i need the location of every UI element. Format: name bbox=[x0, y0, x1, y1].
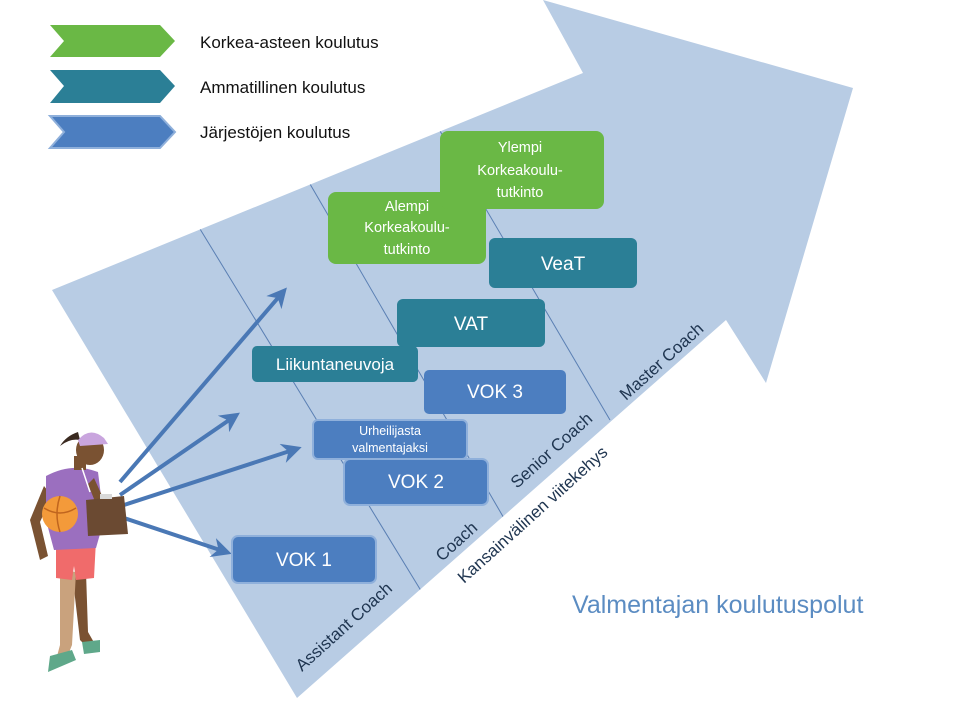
legend-chevron-green bbox=[50, 25, 175, 57]
box-ylempi-korkeakoulututkinto: Ylempi Korkeakoulu- tutkinto bbox=[440, 131, 604, 209]
box-label-line: tutkinto bbox=[384, 242, 431, 258]
box-urheilijasta-valmentajaksi: Urheilijasta valmentajaksi bbox=[312, 419, 468, 460]
figure-shoe bbox=[48, 650, 76, 672]
legend-item-higher-education: Korkea-asteen koulutus bbox=[50, 25, 379, 57]
coach-figure-illustration bbox=[30, 432, 128, 672]
box-label-line: tutkinto bbox=[497, 185, 544, 201]
box-label: VOK 3 bbox=[467, 382, 523, 403]
box-alempi-korkeakoulututkinto: Alempi Korkeakoulu- tutkinto bbox=[328, 192, 486, 264]
legend-label: Järjestöjen koulutus bbox=[200, 123, 350, 142]
box-label: Liikuntaneuvoja bbox=[276, 355, 395, 374]
box-vok2: VOK 2 bbox=[343, 458, 489, 506]
clipboard-clip bbox=[100, 494, 112, 499]
box-vok3: VOK 3 bbox=[424, 370, 566, 414]
ball-seam bbox=[43, 495, 77, 533]
legend: Korkea-asteen koulutus Ammatillinen koul… bbox=[47, 25, 379, 149]
figure-shoe bbox=[82, 640, 100, 654]
box-label-line: Ylempi bbox=[498, 140, 542, 156]
legend-label: Korkea-asteen koulutus bbox=[200, 33, 379, 52]
box-vok1: VOK 1 bbox=[231, 535, 377, 584]
box-label: VOK 2 bbox=[388, 472, 444, 493]
clipboard-icon bbox=[86, 496, 128, 536]
whistle-cord bbox=[81, 467, 91, 493]
pointer-arrow bbox=[123, 516, 232, 558]
figure-shorts bbox=[56, 540, 96, 580]
pointer-arrow bbox=[123, 443, 302, 507]
box-label: VAT bbox=[454, 314, 489, 335]
box-label-line: Korkeakoulu- bbox=[477, 163, 563, 179]
legend-chevron-teal bbox=[50, 70, 175, 103]
pointer-arrow bbox=[118, 287, 287, 484]
diagram-title: Valmentajan koulutuspolut bbox=[572, 591, 863, 619]
box-label: VOK 1 bbox=[276, 550, 332, 571]
pointer-arrows bbox=[118, 287, 302, 558]
ball-icon bbox=[42, 496, 78, 532]
box-vat: VAT bbox=[397, 299, 545, 347]
figure-hair bbox=[60, 432, 80, 446]
box-veat: VeaT bbox=[489, 238, 637, 288]
pointer-arrow bbox=[118, 412, 240, 497]
cap-icon bbox=[78, 432, 108, 446]
box-label-line: Alempi bbox=[385, 199, 429, 215]
box-label: VeaT bbox=[541, 254, 586, 275]
box-label-line: Korkeakoulu- bbox=[364, 220, 450, 236]
legend-label: Ammatillinen koulutus bbox=[200, 78, 365, 97]
box-label-line: Urheilijasta bbox=[359, 424, 421, 438]
background-progress-arrow bbox=[52, 0, 853, 698]
box-label-line: valmentajaksi bbox=[352, 441, 428, 455]
legend-chevron-blue bbox=[47, 115, 177, 149]
figure-front-leg bbox=[56, 570, 76, 660]
box-liikuntaneuvoja: Liikuntaneuvoja bbox=[252, 346, 418, 382]
legend-item-vocational: Ammatillinen koulutus bbox=[50, 70, 365, 103]
tier-divider bbox=[199, 228, 424, 595]
legend-item-organisational: Järjestöjen koulutus bbox=[47, 115, 350, 149]
figure-back-leg bbox=[72, 572, 96, 648]
